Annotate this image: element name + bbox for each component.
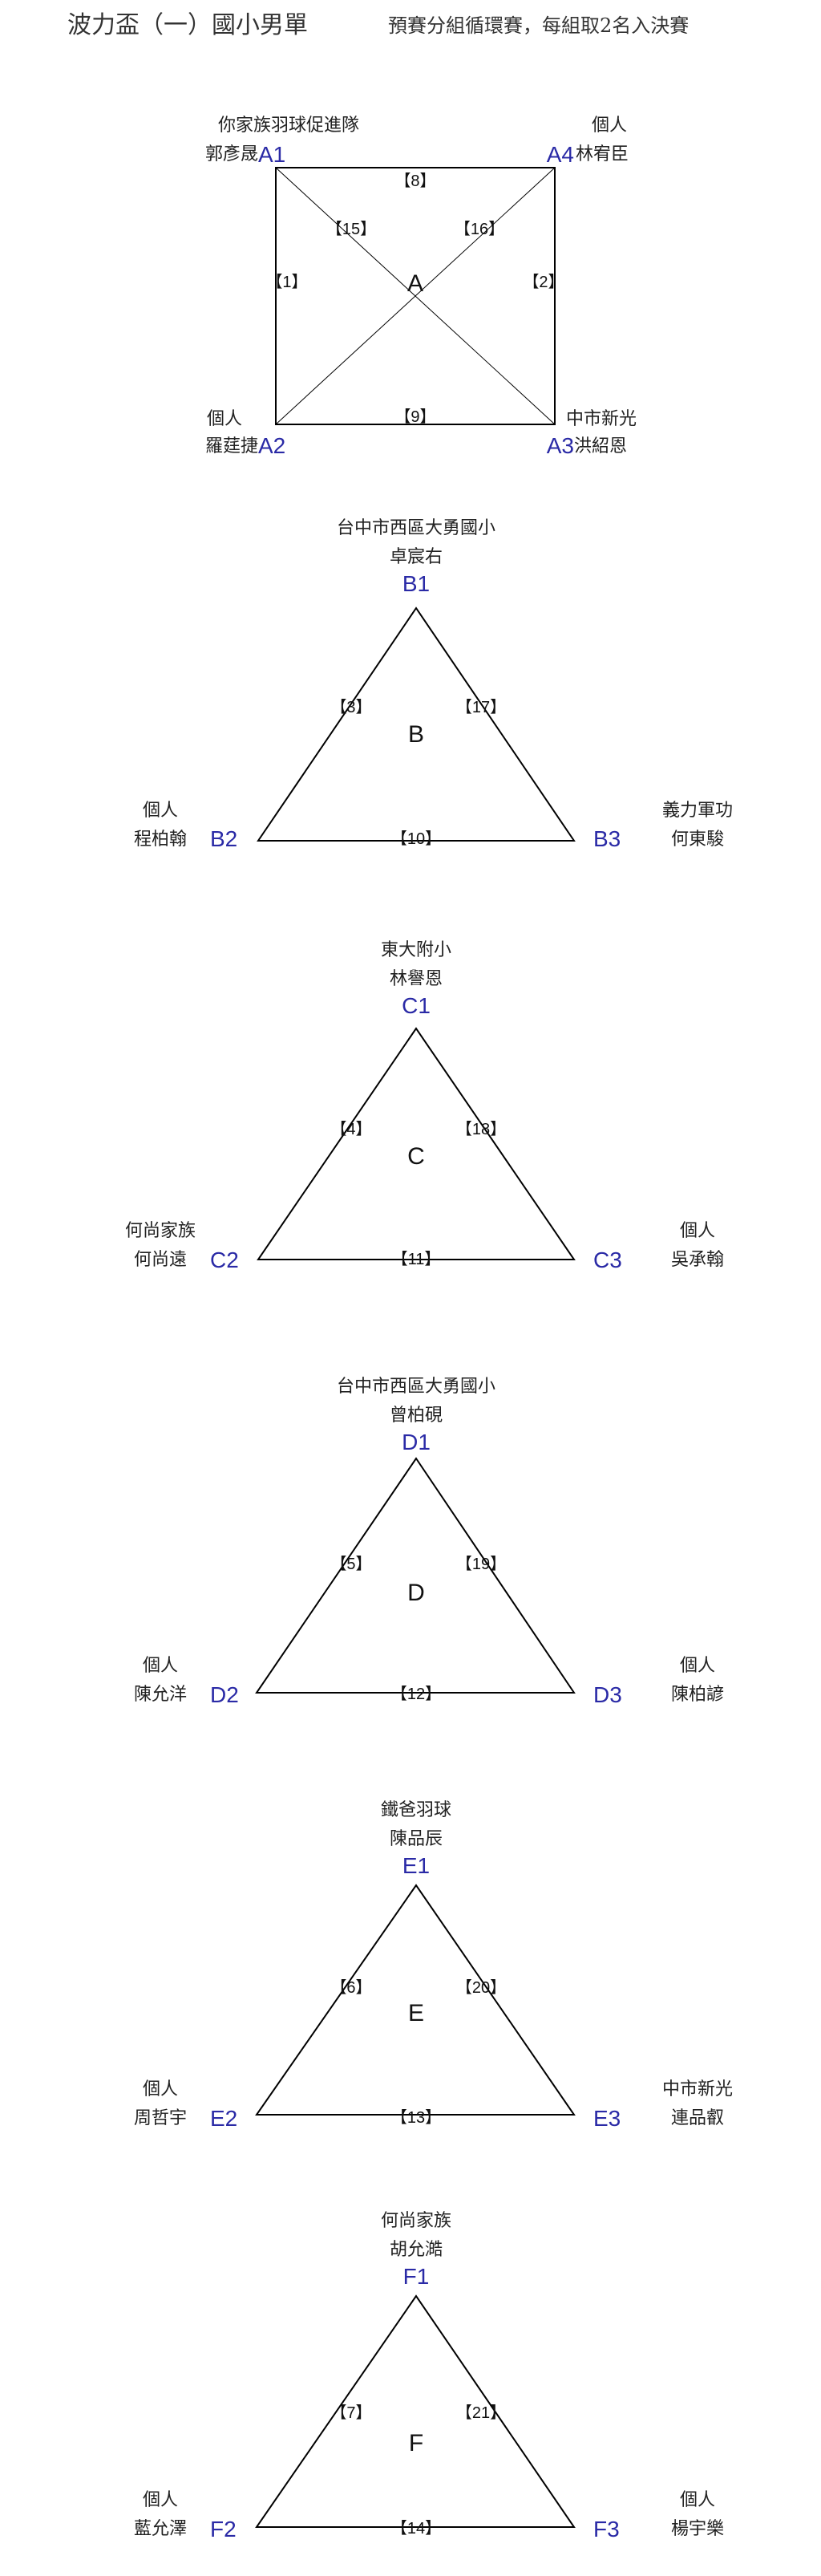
group-c-c2-player: 何尚遠	[133, 1250, 188, 1270]
group-d-triangle	[255, 1457, 576, 1694]
group-b-b1-label: B1	[402, 571, 431, 596]
group-b-b1-player: 卓宸右	[389, 547, 443, 567]
group-d-d3-player: 陳柏諺	[670, 1685, 725, 1705]
group-c-letter: C	[407, 1143, 425, 1170]
group-a-a4-player: 林宥臣	[576, 144, 629, 164]
page-subtitle: 預賽分組循環賽，每組取2名入決賽	[388, 14, 690, 37]
group-b-match-right: 【17】	[455, 699, 507, 716]
group-b-b3-label: B3	[593, 826, 621, 851]
group-f-f1-label: F1	[402, 2264, 430, 2289]
group-a-square	[275, 167, 556, 425]
group-d-d1-label: D1	[402, 1430, 431, 1454]
group-e-match-left: 【6】	[330, 1979, 372, 1997]
group-a-match-left: 【1】	[266, 274, 308, 291]
group-f-letter: F	[408, 2430, 424, 2456]
group-a-a3-player: 洪紹恩	[574, 436, 628, 456]
group-a-a1-player: 郭彥晟	[204, 144, 258, 164]
group-d-letter: D	[407, 1580, 425, 1606]
group-d-match-bottom: 【12】	[390, 1686, 442, 1703]
group-b-b3-team: 義力軍功	[661, 801, 734, 821]
group-a-a4-team: 個人	[591, 116, 628, 136]
group-a-match-diag-left: 【15】	[326, 221, 377, 238]
group-e-e2-team: 個人	[142, 2079, 179, 2099]
group-b-b1-team: 台中市西區大勇國小	[336, 518, 496, 538]
group-e-e3-player: 連品叡	[670, 2108, 725, 2128]
group-f-f3-player: 楊宇樂	[670, 2519, 725, 2539]
group-f-f2-team: 個人	[142, 2490, 179, 2510]
group-c-c2-label: C2	[210, 1247, 239, 1272]
group-a-match-bottom: 【9】	[394, 408, 436, 426]
group-f-triangle	[255, 2294, 576, 2528]
group-a-a2-label: A2	[258, 433, 286, 458]
group-a-diagonal-2	[275, 167, 556, 425]
page-title: 波力盃（一）國小男單	[67, 11, 308, 39]
group-d-d1-player: 曾柏硯	[389, 1406, 443, 1426]
group-b-b3-player: 何東駿	[670, 830, 725, 850]
group-d-d3-label: D3	[593, 1682, 622, 1707]
group-a-a3-team: 中市新光	[566, 409, 637, 429]
group-a-a1-label: A1	[258, 142, 286, 167]
group-f-match-left: 【7】	[330, 2404, 372, 2422]
group-a-match-diag-right: 【16】	[454, 221, 505, 238]
group-e-e1-team: 鐵爸羽球	[380, 1800, 452, 1820]
group-e-e3-label: E3	[593, 2106, 621, 2131]
group-e-e1-player: 陳品辰	[389, 1829, 443, 1849]
group-f-f3-label: F3	[593, 2517, 620, 2542]
group-c-match-bottom: 【11】	[391, 1251, 441, 1268]
group-c-c1-player: 林譽恩	[389, 969, 443, 989]
group-f-match-right: 【21】	[455, 2404, 507, 2422]
group-e-match-bottom: 【13】	[390, 2109, 442, 2127]
group-c-c2-team: 何尚家族	[124, 1221, 196, 1241]
group-b-match-left: 【3】	[330, 699, 372, 716]
group-f-f1-player: 胡允澔	[389, 2240, 443, 2260]
group-d-d2-player: 陳允洋	[133, 1685, 188, 1705]
group-a-a1-team: 你家族羽球促進隊	[217, 116, 359, 136]
group-b-b2-label: B2	[210, 826, 238, 851]
group-a-a2-team: 個人	[206, 409, 243, 429]
group-e-e3-team: 中市新光	[661, 2079, 734, 2099]
group-d-match-right: 【19】	[455, 1556, 507, 1573]
group-d-d1-team: 台中市西區大勇國小	[336, 1377, 496, 1397]
group-c-c1-label: C1	[402, 993, 431, 1018]
group-c-match-left: 【4】	[330, 1121, 372, 1138]
group-e-match-right: 【20】	[455, 1979, 507, 1997]
group-f-f3-team: 個人	[679, 2490, 716, 2510]
group-f-f1-team: 何尚家族	[380, 2211, 452, 2231]
group-d-match-left: 【5】	[330, 1556, 372, 1573]
group-c-match-right: 【18】	[455, 1121, 507, 1138]
group-f-f2-player: 藍允澤	[133, 2519, 188, 2539]
group-f-f2-label: F2	[210, 2517, 237, 2542]
group-c-c3-team: 個人	[679, 1221, 716, 1241]
group-f-match-bottom: 【14】	[390, 2520, 442, 2537]
group-e-e1-label: E1	[402, 1853, 431, 1878]
group-a-match-top: 【8】	[394, 172, 436, 190]
group-e-e2-player: 周哲宇	[133, 2108, 188, 2128]
group-e-letter: E	[407, 2000, 425, 2026]
group-a-a2-player: 羅莛捷	[204, 436, 258, 456]
group-c-c3-label: C3	[593, 1247, 622, 1272]
group-d-d2-label: D2	[210, 1682, 239, 1707]
group-c-c1-team: 東大附小	[380, 940, 452, 960]
group-d-d2-team: 個人	[142, 1656, 179, 1676]
group-a-a4-label: A4	[546, 142, 574, 167]
group-a-match-right: 【2】	[523, 274, 564, 291]
group-e-e2-label: E2	[210, 2106, 238, 2131]
group-a-letter: A	[406, 270, 424, 297]
group-d-d3-team: 個人	[679, 1656, 716, 1676]
group-e-triangle	[255, 1884, 576, 2116]
group-b-match-bottom: 【10】	[390, 830, 442, 848]
group-b-triangle	[257, 606, 576, 842]
group-b-letter: B	[407, 721, 425, 748]
group-b-b2-team: 個人	[142, 801, 179, 821]
group-b-b2-player: 程柏翰	[133, 830, 188, 850]
group-a-a3-label: A3	[546, 433, 574, 458]
group-c-c3-player: 吳承翰	[670, 1250, 725, 1270]
group-c-triangle	[257, 1027, 576, 1260]
